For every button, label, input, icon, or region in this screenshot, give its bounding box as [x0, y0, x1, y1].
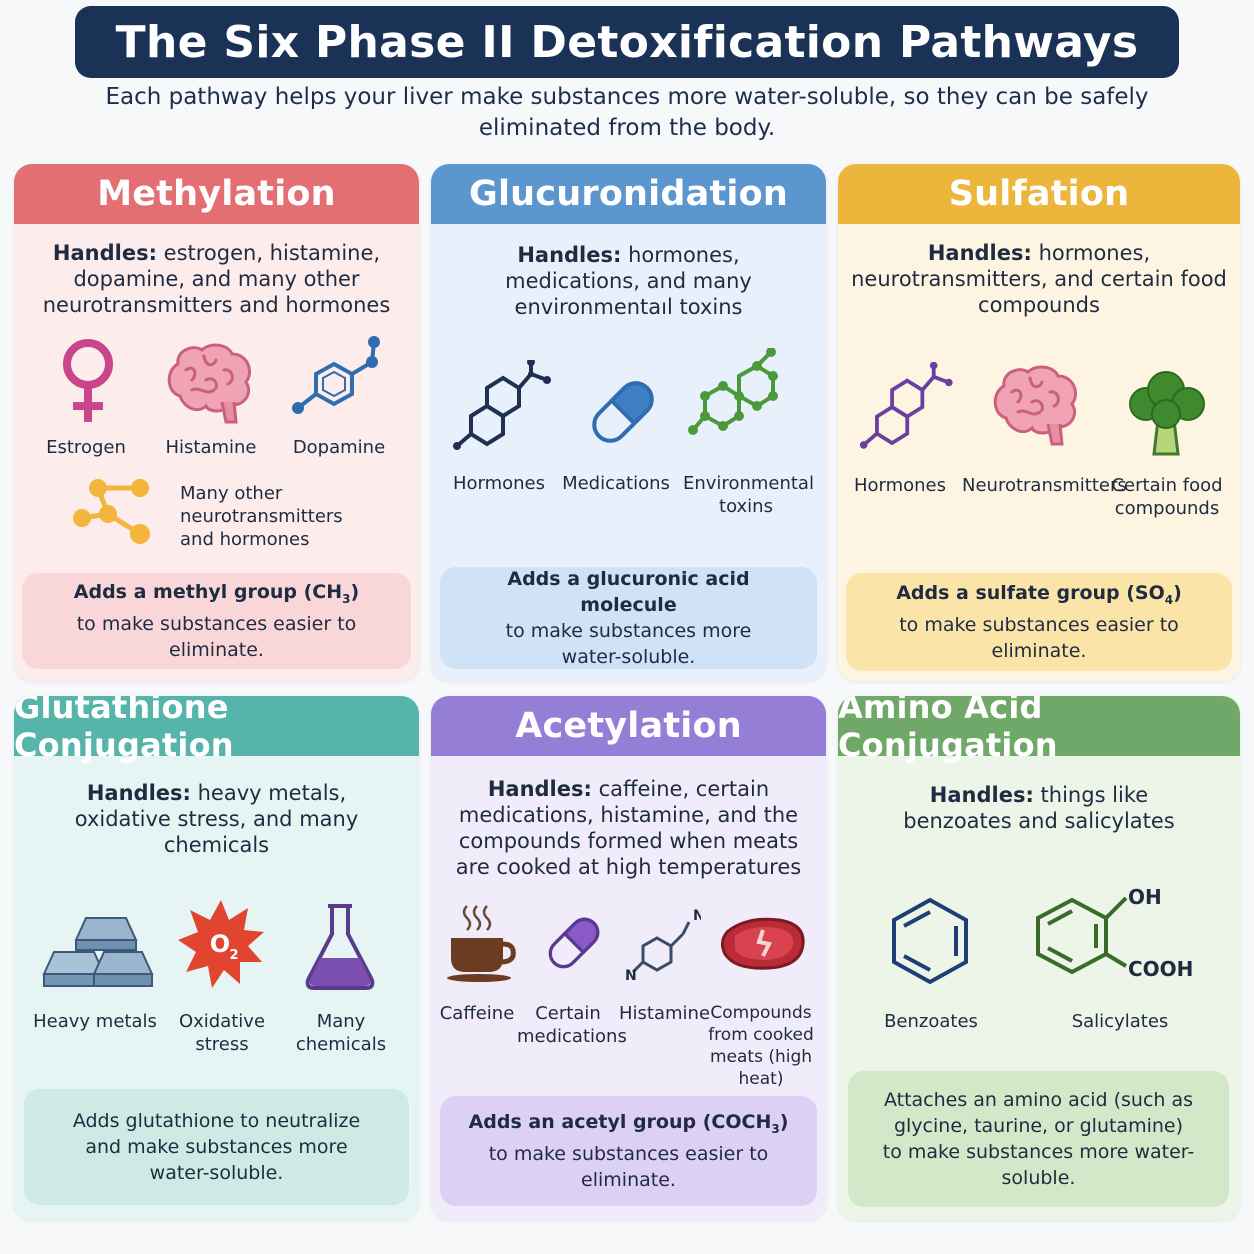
n-label: N	[693, 908, 701, 924]
action-main: Adds an acetyl group (COCH3)	[468, 1110, 789, 1136]
card-glutathione-conjugation: Glutathione Conjugation Handles: heavy m…	[14, 696, 419, 1220]
action-main: Adds a sulfate group (SO4)	[896, 581, 1182, 607]
handles-label: Handles:	[517, 243, 622, 267]
action-main: Attaches an amino acid (such as glycine,…	[882, 1089, 1195, 1189]
o2-subscript: 2	[229, 948, 238, 963]
action-rest: to make substances more water-soluble.	[505, 620, 752, 668]
cooh-label: COOH	[1128, 957, 1193, 981]
handles-text: Handles: caffeine, certain medications, …	[441, 776, 816, 880]
action-rest: to make substances easier to eliminate.	[76, 613, 357, 662]
handles-label: Handles:	[487, 777, 592, 801]
coffee-cup-icon	[447, 905, 516, 982]
card-title: Methylation	[97, 174, 336, 214]
card-header: Amino Acid Conjugation	[838, 696, 1240, 764]
toxin-molecule-icon	[688, 348, 778, 435]
o2-label: O	[210, 930, 230, 958]
capsule-icon	[548, 917, 600, 969]
item-label: Histamine	[165, 437, 257, 458]
card-amino-acid-conjugation: Amino Acid Conjugation Handles: things l…	[838, 696, 1240, 1220]
action-main: Adds a glucuronic acid molecule	[507, 568, 750, 616]
handles-description: hormones, medications, and many environm…	[505, 243, 752, 319]
card-acetylation: Acetylation Handles: caffeine, certain m…	[431, 696, 826, 1220]
item-label: Histamine	[619, 1003, 711, 1024]
handles-text: Handles: hormones, neurotransmitters, an…	[846, 240, 1232, 318]
action-box: Attaches an amino acid (such as glycine,…	[848, 1071, 1229, 1207]
handles-description: caffeine, certain medications, histamine…	[455, 777, 802, 879]
page-subtitle: Each pathway helps your liver make subst…	[105, 84, 1149, 141]
card-glucuronidation: Glucuronidation Handles: hormones, medic…	[431, 164, 826, 681]
n-label: N	[625, 968, 637, 984]
item-label: Benzoates	[884, 1011, 978, 1032]
handles-text: Handles: estrogen, histamine, dopamine, …	[34, 240, 399, 318]
card-header: Acetylation	[431, 696, 826, 756]
handles-text: Handles: heavy metals, oxidative stress,…	[54, 780, 379, 858]
item-label: Certain food compounds	[1111, 475, 1223, 519]
item-label: Compounds from cooked meats (high heat)	[708, 1003, 814, 1089]
card-title: Acetylation	[515, 706, 742, 746]
item-label: Dopamine	[292, 437, 386, 458]
item-label: Caffeine	[439, 1003, 515, 1024]
item-label: Environmental toxins	[683, 473, 814, 517]
card-title: Amino Acid Conjugation	[838, 696, 1058, 764]
handles-text: Handles: things like benzoates and salic…	[888, 782, 1190, 834]
item-label: Medications	[562, 473, 670, 494]
action-rest: to make substances easier to eliminate.	[488, 1143, 769, 1192]
steroid-molecule-icon	[859, 362, 953, 449]
oh-label: OH	[1128, 885, 1162, 909]
action-box: Adds a glucuronic acid molecule to make …	[440, 567, 817, 669]
card-header: Methylation	[14, 164, 419, 224]
action-main: Adds glutathione to neutralize and make …	[72, 1110, 361, 1184]
action-box: Adds a methyl group (CH3) to make substa…	[22, 573, 411, 669]
title-banner: The Six Phase II Detoxification Pathways	[75, 6, 1179, 78]
item-label: Hormones	[452, 473, 546, 494]
card-title: Sulfation	[948, 174, 1130, 214]
handles-description: things like benzoates and salicylates	[903, 783, 1175, 833]
card-methylation: Methylation Handles: estrogen, histamine…	[14, 164, 419, 681]
handles-text: Handles: hormones, medications, and many…	[461, 242, 796, 320]
capsule-icon	[592, 381, 654, 443]
metal-ingots-icon	[42, 917, 154, 987]
item-label: Salicylates	[1071, 1011, 1169, 1032]
oxygen-burst-icon: O 2	[178, 900, 264, 988]
action-box: Adds an acetyl group (COCH3) to make sub…	[440, 1096, 817, 1206]
salicylic-acid-icon: OH COOH	[1036, 885, 1193, 981]
card-title: Glucuronidation	[469, 174, 788, 214]
card-header: Sulfation	[838, 164, 1240, 224]
brain-icon	[167, 343, 251, 424]
item-label: Neurotransmitters	[962, 475, 1127, 496]
item-label: Many chemicals	[295, 1011, 387, 1055]
card-header: Glutathione Conjugation	[14, 696, 419, 764]
item-label: Hormones	[853, 475, 947, 496]
page-title: The Six Phase II Detoxification Pathways	[115, 16, 1139, 68]
dopamine-molecule-icon	[292, 336, 380, 414]
handles-description: hormones, neurotransmitters, and certain…	[851, 241, 1227, 317]
action-box: Adds a sulfate group (SO4) to make subst…	[846, 573, 1232, 671]
female-symbol-icon	[63, 339, 113, 422]
item-label: Oxidative stress	[178, 1011, 266, 1055]
card-sulfation: Sulfation Handles: hormones, neurotransm…	[838, 164, 1240, 681]
handles-description: estrogen, histamine, dopamine, and many …	[42, 241, 391, 317]
handles-description: heavy metals, oxidative stress, and many…	[74, 781, 359, 857]
broccoli-icon	[1129, 371, 1205, 456]
molecule-cluster-icon	[73, 479, 150, 544]
item-label: Estrogen	[46, 437, 126, 458]
brain-icon	[993, 365, 1077, 446]
action-main: Adds a methyl group (CH3)	[73, 580, 360, 606]
handles-label: Handles:	[52, 241, 157, 265]
handles-label: Handles:	[929, 783, 1034, 807]
flask-icon	[305, 904, 375, 990]
handles-label: Handles:	[927, 241, 1032, 265]
steroid-molecule-icon	[453, 360, 551, 450]
item-label: Certain medications	[517, 1003, 627, 1047]
item-label: Heavy metals	[33, 1011, 157, 1032]
card-header: Glucuronidation	[431, 164, 826, 224]
action-rest: to make substances easier to eliminate.	[899, 614, 1179, 663]
card-title: Glutathione Conjugation	[14, 696, 234, 764]
benzene-ring-icon	[892, 897, 968, 985]
item-label: Many other neurotransmitters and hormone…	[180, 483, 343, 550]
handles-label: Handles:	[86, 781, 191, 805]
action-box: Adds glutathione to neutralize and make …	[24, 1089, 409, 1205]
steak-icon	[720, 917, 805, 970]
histamine-molecule-icon: N N	[625, 908, 701, 984]
